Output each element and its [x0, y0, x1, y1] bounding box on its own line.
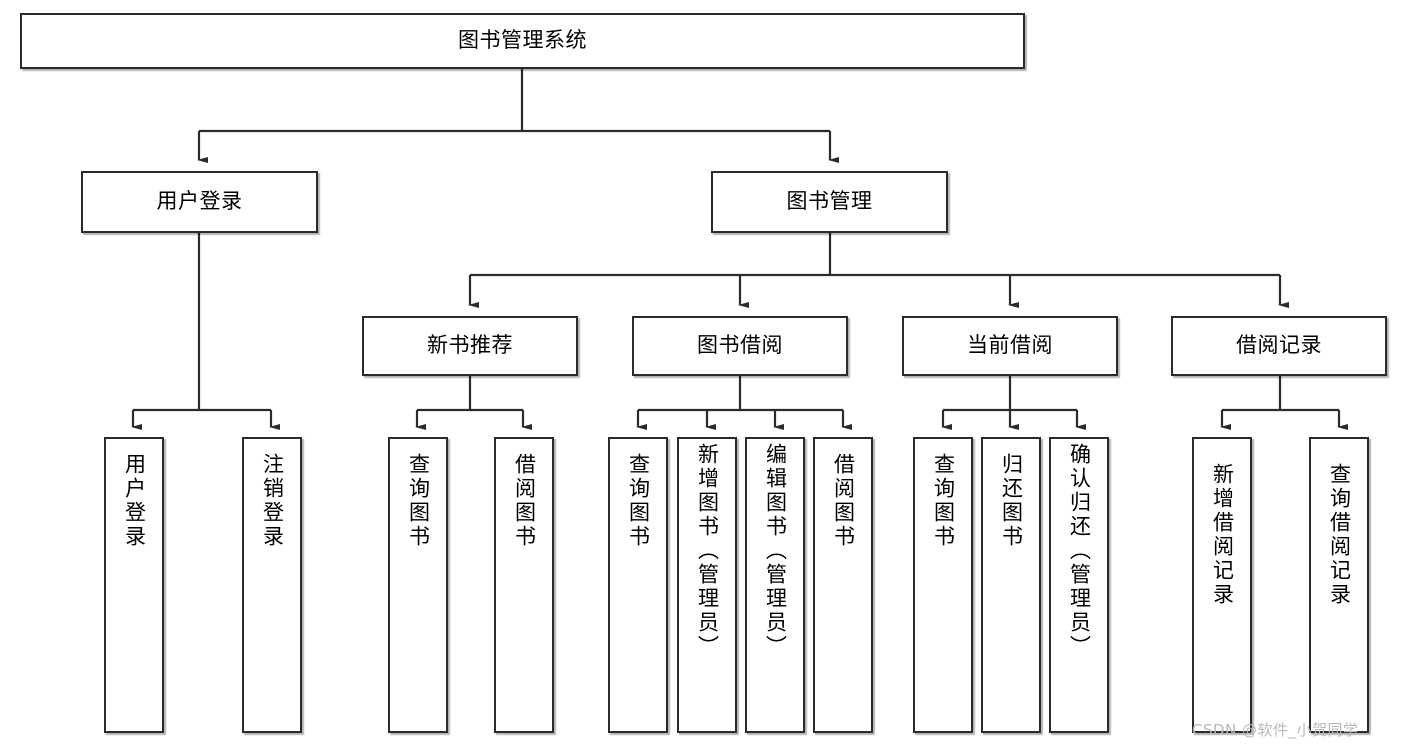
- node-label: 借阅记录: [1236, 333, 1322, 358]
- node-label: 查询图书: [931, 453, 956, 549]
- node-label: 确认归还（管理员）: [1067, 443, 1092, 659]
- leaf-query-borrow-record[interactable]: 查询借阅记录: [1309, 437, 1369, 733]
- leaf-query-book-recommend[interactable]: 查询图书: [388, 437, 448, 733]
- node-label: 编辑图书（管理员）: [763, 443, 788, 659]
- node-label: 查询图书: [626, 453, 651, 549]
- leaf-query-book-borrow[interactable]: 查询图书: [608, 437, 668, 733]
- node-label: 图书借阅: [697, 333, 783, 358]
- node-label: 图书管理: [786, 189, 873, 214]
- node-user-login[interactable]: 用户登录: [81, 171, 318, 233]
- node-label: 借阅图书: [831, 453, 856, 549]
- node-label: 查询图书: [406, 453, 431, 549]
- node-book-borrow[interactable]: 图书借阅: [632, 316, 848, 376]
- csdn-watermark: CSDN @软件_小贺同学: [1192, 721, 1359, 739]
- node-label: 用户登录: [156, 189, 243, 214]
- node-borrow-record[interactable]: 借阅记录: [1171, 316, 1387, 376]
- node-label: 新书推荐: [427, 333, 513, 358]
- leaf-logout[interactable]: 注销登录: [242, 437, 302, 733]
- node-label: 图书管理系统: [458, 28, 587, 53]
- node-label: 新增图书（管理员）: [695, 443, 720, 659]
- node-label: 查询借阅记录: [1327, 463, 1352, 607]
- leaf-return-book[interactable]: 归还图书: [981, 437, 1041, 733]
- leaf-query-book-current[interactable]: 查询图书: [913, 437, 973, 733]
- node-label: 借阅图书: [512, 453, 537, 549]
- node-label: 归还图书: [999, 453, 1024, 549]
- node-label: 注销登录: [260, 453, 285, 549]
- node-new-book-recommend[interactable]: 新书推荐: [362, 316, 578, 376]
- node-label: 新增借阅记录: [1210, 463, 1235, 607]
- leaf-borrow-book-recommend[interactable]: 借阅图书: [494, 437, 554, 733]
- leaf-add-book-admin[interactable]: 新增图书（管理员）: [677, 437, 737, 733]
- leaf-edit-book-admin[interactable]: 编辑图书（管理员）: [745, 437, 805, 733]
- leaf-user-login[interactable]: 用户登录: [104, 437, 164, 733]
- node-root-system[interactable]: 图书管理系统: [20, 13, 1025, 69]
- node-current-borrow[interactable]: 当前借阅: [902, 316, 1118, 376]
- leaf-add-borrow-record[interactable]: 新增借阅记录: [1192, 437, 1252, 733]
- node-book-management[interactable]: 图书管理: [711, 171, 948, 233]
- node-label: 用户登录: [122, 453, 147, 549]
- leaf-borrow-book[interactable]: 借阅图书: [813, 437, 873, 733]
- leaf-confirm-return-admin[interactable]: 确认归还（管理员）: [1049, 437, 1109, 733]
- node-label: 当前借阅: [967, 333, 1053, 358]
